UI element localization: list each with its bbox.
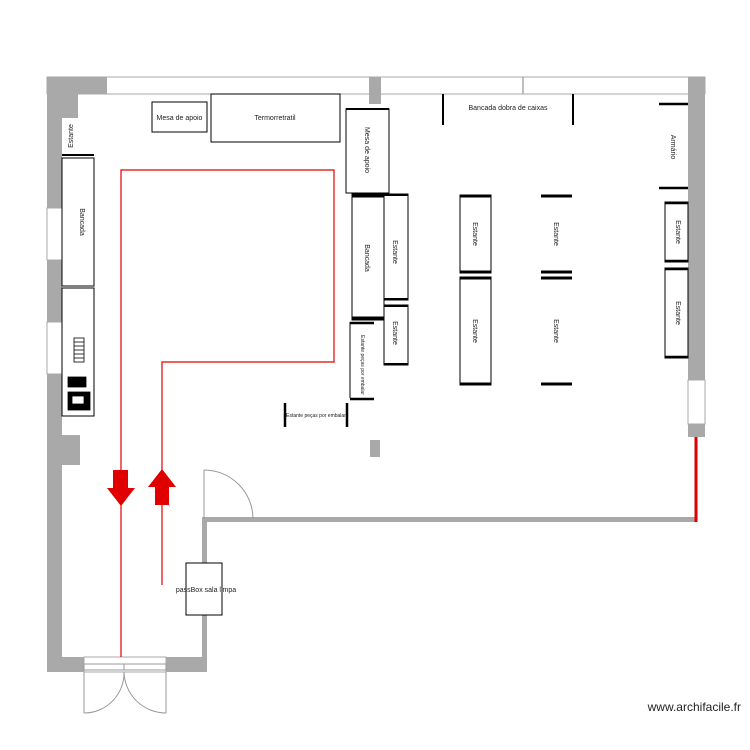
window-left-1: [46, 207, 63, 261]
label-estante-center-1: Estante: [391, 240, 398, 264]
label-estante-pecas-vertical: Estante peças por embalar: [359, 335, 365, 395]
label-armario: Armário: [669, 135, 676, 160]
labels: Mesa de apoio Termorretratil Bancada dob…: [68, 105, 681, 594]
wall-top-pillar: [369, 77, 381, 104]
wall-right: [688, 77, 705, 437]
label-estante-row1-b: Estante: [552, 222, 559, 246]
wall-internal-horizontal: [202, 517, 697, 522]
label-mesa-apoio-vertical: Mesa de apoio: [363, 127, 370, 173]
furniture: [61, 93, 689, 616]
arrow-up-icon: [148, 469, 176, 505]
mesa-apoio-vertical: [345, 108, 390, 194]
mesa-apoio-top: [151, 101, 208, 133]
estante-center-1: [383, 193, 409, 301]
window-right: [687, 379, 706, 425]
flow-paths: [107, 169, 335, 657]
wall-top-left-fill: [47, 77, 107, 94]
label-passbox: passBox sala limpa: [176, 587, 236, 594]
label-termorretratil: Termorretratil: [254, 115, 296, 122]
watermark: www.archifacile.fr: [647, 700, 741, 714]
estante-row2-a: [459, 276, 492, 386]
wall-left-bump: [47, 435, 80, 465]
wall-left: [47, 94, 62, 672]
arrow-down-icon: [107, 470, 135, 506]
pillar-small: [370, 440, 380, 457]
label-estante-pecas-horizontal: Estante peças por embalar: [286, 413, 346, 419]
termorretratil: [210, 93, 341, 143]
passbox: [185, 562, 223, 616]
equipment-box-1: [67, 376, 87, 388]
bancada-left: [61, 157, 95, 287]
door-frame-right: [123, 663, 167, 671]
flow-path-out: [120, 169, 335, 657]
door-swing-internal: [203, 469, 254, 520]
label-estante-left: Estante: [68, 124, 75, 148]
label-estante-right-2: Estante: [674, 301, 681, 325]
equipment-icons: [67, 337, 91, 411]
estante-row1-a: [459, 194, 492, 274]
bancada-center: [351, 193, 385, 321]
label-mesa-apoio-top: Mesa de apoio: [157, 115, 203, 122]
door-swing-left: [83, 671, 125, 714]
label-bancada-center: Bancada: [363, 244, 370, 272]
label-estante-right-1: Estante: [674, 220, 681, 244]
label-bancada-left: Bancada: [78, 208, 85, 236]
window-left-2: [46, 321, 63, 375]
label-bancada-dobra: Bancada dobra de caixas: [469, 105, 548, 112]
doors: [83, 469, 254, 714]
label-estante-row1-a: Estante: [471, 222, 478, 246]
label-estante-row2-a: Estante: [471, 319, 478, 343]
door-swing-right: [123, 671, 167, 714]
label-estante-center-2: Estante: [391, 321, 398, 345]
label-estante-row2-b: Estante: [552, 319, 559, 343]
